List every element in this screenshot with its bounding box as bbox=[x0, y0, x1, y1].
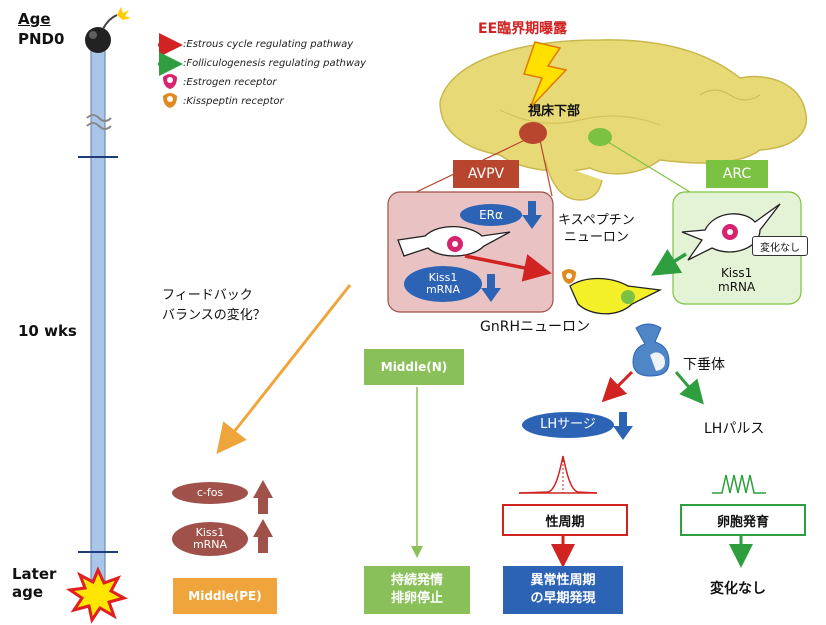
avpv-nucleus bbox=[519, 122, 547, 144]
legend-kisspeptin-receptor: :Kisspeptin receptor bbox=[183, 96, 284, 107]
legend-folliculogenesis: :Folliculogenesis regulating pathway bbox=[183, 58, 367, 69]
later-age-label: Later age bbox=[12, 565, 57, 601]
arc-kiss1-label: Kiss1 mRNA bbox=[718, 266, 756, 294]
lh-surge-down-arrow bbox=[613, 412, 633, 440]
era-oval: ERα bbox=[460, 204, 522, 226]
pituitary-gland bbox=[632, 323, 670, 377]
kiss1-down-arrow bbox=[481, 274, 501, 302]
middle-pe-box: Middle(PE) bbox=[173, 578, 277, 614]
lightning-icon bbox=[523, 41, 568, 109]
no-change-label: 変化なし bbox=[710, 581, 766, 597]
kisspeptin-neuron-arc bbox=[681, 203, 781, 261]
cfos-up-arrow bbox=[253, 480, 273, 514]
follicle-development-box: 卵胞発育 bbox=[680, 504, 806, 536]
persistent-estrus-box: 持続発情 排卵停止 bbox=[364, 566, 470, 614]
kisspeptin-neuron-avpv bbox=[397, 225, 511, 257]
pnd0-label: PND0 bbox=[18, 30, 65, 48]
avpv-title: AVPV bbox=[453, 160, 519, 188]
arc-title: ARC bbox=[706, 160, 768, 188]
kiss1-oval-avpv: Kiss1 mRNA bbox=[404, 266, 482, 302]
kiss1-late-up-arrow bbox=[253, 519, 273, 553]
explosion-icon bbox=[65, 566, 129, 624]
gnrh-neuron bbox=[562, 269, 663, 315]
lh-pulse-label: LHパルス bbox=[704, 421, 765, 437]
hypothalamus-label: 視床下部 bbox=[528, 104, 581, 119]
lh-pulse-waveform bbox=[712, 474, 766, 494]
abnormal-cycle-box: 異常性周期 の早期発現 bbox=[503, 566, 623, 614]
lh-surge-oval: LHサージ bbox=[522, 412, 614, 438]
timeline-bar bbox=[78, 49, 118, 586]
estrogen-receptor-icon bbox=[163, 74, 177, 89]
pituitary-label: 下垂体 bbox=[683, 357, 725, 373]
kiss1-oval-late: Kiss1 mRNA bbox=[172, 522, 248, 556]
cfos-oval: c-fos bbox=[172, 482, 248, 504]
legend-estrogen-receptor: :Estrogen receptor bbox=[183, 77, 277, 88]
lh-surge-waveform bbox=[518, 455, 598, 494]
bomb-icon bbox=[85, 7, 131, 53]
ten-weeks-label: 10 wks bbox=[18, 322, 77, 340]
gnrh-label: GnRHニューロン bbox=[480, 319, 590, 335]
era-down-arrow bbox=[522, 201, 542, 229]
legend-estrous: :Estrous cycle regulating pathway bbox=[183, 39, 354, 50]
exposure-label: EE臨界期曝露 bbox=[478, 21, 568, 37]
arc-no-change-callout: 変化なし bbox=[752, 236, 808, 256]
arc-nucleus bbox=[588, 128, 612, 146]
kisspeptin-neuron-label: キスペプチン ニューロン bbox=[558, 213, 635, 245]
kisspeptin-receptor-icon bbox=[163, 93, 177, 108]
feedback-label: フィードバック バランスの変化？ bbox=[162, 288, 266, 323]
age-label: Age bbox=[18, 10, 51, 28]
estrous-cycle-box: 性周期 bbox=[502, 504, 628, 536]
middle-n-box: Middle(N) bbox=[364, 349, 464, 385]
